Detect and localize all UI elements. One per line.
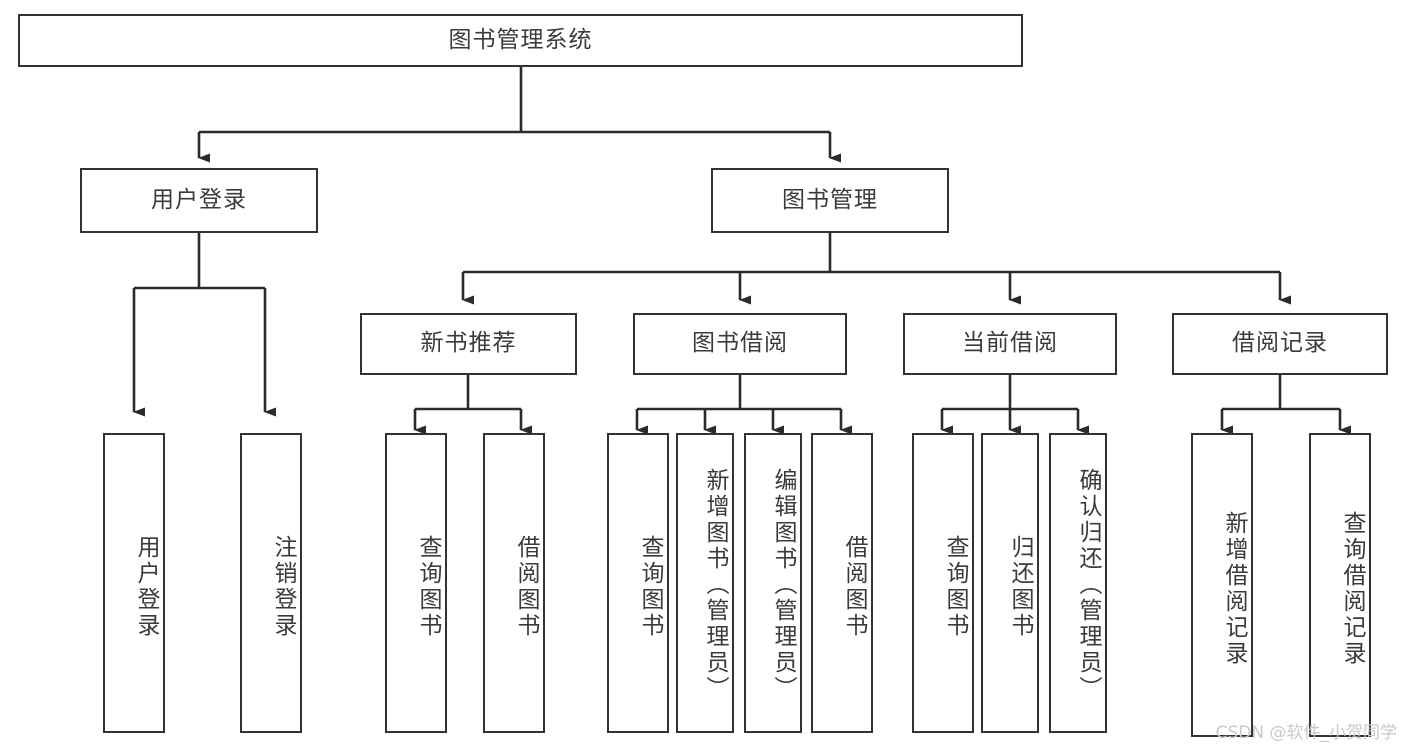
node-user-login[interactable]: 用户登录 — [80, 168, 318, 233]
node-new-book-recommend[interactable]: 新书推荐 — [360, 313, 577, 375]
node-label: 借阅记录 — [1232, 330, 1328, 357]
node-label: 新增借阅记录 — [1221, 511, 1247, 667]
node-label: 图书借阅 — [692, 330, 788, 357]
node-label: 查询图书 — [415, 535, 441, 639]
leaf-borrow-book-1[interactable]: 借阅图书 — [483, 433, 545, 733]
node-label: 确认归还（管理员） — [1075, 468, 1101, 702]
csdn-watermark: CSDN @软件_小贺同学 — [1215, 723, 1397, 743]
leaf-return-book[interactable]: 归还图书 — [981, 433, 1039, 733]
leaf-query-borrow-record[interactable]: 查询借阅记录 — [1309, 433, 1371, 737]
node-label: 借阅图书 — [513, 535, 539, 639]
node-label: 归还图书 — [1007, 535, 1033, 639]
leaf-query-book-1[interactable]: 查询图书 — [385, 433, 447, 733]
node-label: 查询借阅记录 — [1339, 511, 1365, 667]
leaf-query-book-3[interactable]: 查询图书 — [912, 433, 974, 733]
node-label: 编辑图书（管理员） — [770, 468, 796, 702]
node-book-borrow[interactable]: 图书借阅 — [633, 313, 847, 375]
leaf-logout-login[interactable]: 注销登录 — [240, 433, 302, 733]
leaf-add-book[interactable]: 新增图书（管理员） — [676, 433, 734, 733]
leaf-confirm-return[interactable]: 确认归还（管理员） — [1049, 433, 1107, 733]
node-book-management[interactable]: 图书管理 — [711, 168, 949, 233]
leaf-borrow-book-2[interactable]: 借阅图书 — [811, 433, 873, 733]
leaf-edit-book[interactable]: 编辑图书（管理员） — [744, 433, 802, 733]
node-label: 图书管理系统 — [448, 26, 593, 53]
node-root-system[interactable]: 图书管理系统 — [18, 14, 1023, 67]
node-label: 当前借阅 — [962, 330, 1058, 357]
node-label: 新书推荐 — [420, 330, 517, 357]
node-label: 查询图书 — [637, 535, 663, 639]
node-borrow-record[interactable]: 借阅记录 — [1172, 313, 1388, 375]
node-label: 图书管理 — [782, 186, 878, 213]
node-label: 注销登录 — [270, 535, 296, 639]
node-label: 用户登录 — [133, 535, 159, 639]
node-label: 借阅图书 — [841, 535, 867, 639]
node-label: 查询图书 — [942, 535, 968, 639]
leaf-user-login[interactable]: 用户登录 — [103, 433, 165, 733]
node-label: 新增图书（管理员） — [702, 468, 728, 702]
node-label: 用户登录 — [151, 186, 247, 213]
leaf-query-book-2[interactable]: 查询图书 — [607, 433, 669, 733]
node-current-borrow[interactable]: 当前借阅 — [903, 313, 1117, 375]
leaf-add-borrow-record[interactable]: 新增借阅记录 — [1191, 433, 1253, 737]
